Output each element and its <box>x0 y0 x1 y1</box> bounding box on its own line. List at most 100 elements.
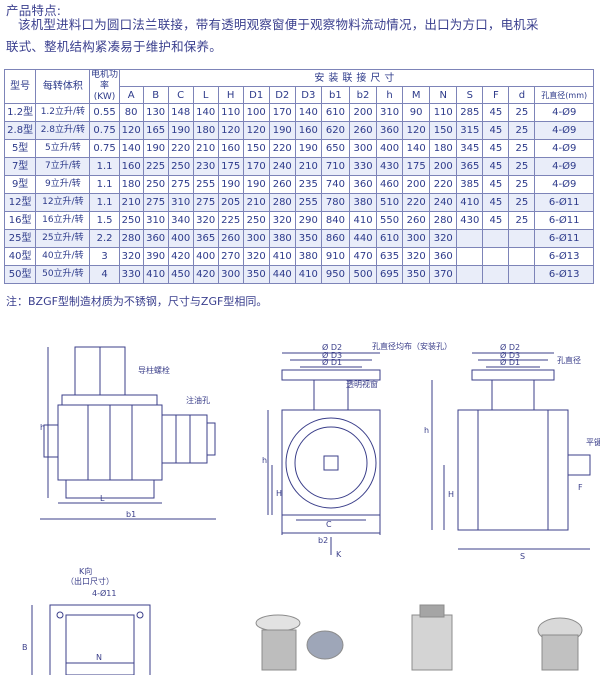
table-cell: 275 <box>142 193 169 212</box>
table-cell: 160 <box>118 157 144 176</box>
label-4phi11: 4-Ø11 <box>92 588 116 598</box>
front-view-drawing <box>40 346 216 520</box>
table-cell: 210 <box>118 193 144 212</box>
table-cell: 7立升/转 <box>35 157 91 176</box>
table-cell: 250 <box>242 211 270 230</box>
table-cell: 25型 <box>3 229 37 248</box>
table-cell: 240 <box>429 193 458 212</box>
table-cell: 25 <box>508 175 536 194</box>
label-k-view: K向 <box>79 566 92 576</box>
table-cell: 280 <box>118 229 144 248</box>
table-cell: 390 <box>142 247 169 266</box>
dim-h-front: h <box>40 423 45 432</box>
table-cell: 430 <box>376 157 404 176</box>
table-cell: 250 <box>118 211 144 230</box>
table-cell: 345 <box>456 139 484 158</box>
dim-b2: b2 <box>318 536 328 545</box>
dim-header: D1 <box>242 86 270 104</box>
table-cell: 210 <box>192 139 219 158</box>
table-cell: 650 <box>320 139 350 158</box>
table-cell: 4 <box>89 265 120 284</box>
description-line-1: 该机型进料口为圆口法兰联接，带有透明观察窗便于观察物料流动情况，出口为方口，电机… <box>18 17 539 32</box>
table-cell: 360 <box>429 247 458 266</box>
table-cell: 710 <box>320 157 350 176</box>
table-cell: 25立升/转 <box>35 229 91 248</box>
label-hole-dia: 孔直径 <box>557 355 581 365</box>
table-cell: 310 <box>167 193 194 212</box>
table-cell: 320 <box>192 211 219 230</box>
table-cell: 260 <box>348 121 378 140</box>
dim-F: F <box>578 483 583 492</box>
table-cell: 1.2型 <box>3 103 37 122</box>
table-cell: 6-Ø13 <box>534 247 594 266</box>
table-cell: 340 <box>167 211 194 230</box>
dim-D3-right: Ø D3 <box>500 350 520 360</box>
table-cell: 285 <box>456 103 484 122</box>
table-cell: 300 <box>217 265 244 284</box>
dim-header: B <box>142 86 169 104</box>
table-cell: 220 <box>429 175 458 194</box>
table-cell: 80 <box>118 103 144 122</box>
table-cell: 2.2 <box>89 229 120 248</box>
table-cell: 110 <box>429 103 458 122</box>
table-cell: 1.2立升/转 <box>35 103 91 122</box>
table-cell: 45 <box>482 211 510 230</box>
table-cell: 910 <box>320 247 350 266</box>
side-view-drawing <box>267 352 381 555</box>
table-cell: 240 <box>268 157 296 176</box>
table-cell: 45 <box>482 121 510 140</box>
table-cell: 2.8立升/转 <box>35 121 91 140</box>
end-view-drawing <box>431 352 591 550</box>
table-cell: 740 <box>320 175 350 194</box>
table-cell: 45 <box>482 193 510 212</box>
table-cell: 200 <box>348 103 378 122</box>
table-cell: 25 <box>508 103 536 122</box>
table-cell: 7型 <box>3 157 37 176</box>
table-cell: 12立升/转 <box>35 193 91 212</box>
table-cell: 510 <box>376 193 404 212</box>
table-cell: 380 <box>294 247 322 266</box>
table-cell: 300 <box>348 139 378 158</box>
table-cell: 370 <box>429 265 458 284</box>
label-guide-bolt: 导柱螺栓 <box>138 365 170 375</box>
table-cell: 25 <box>508 211 536 230</box>
table-cell: 50型 <box>3 265 37 284</box>
table-cell: 190 <box>217 175 244 194</box>
table-cell: 220 <box>402 193 431 212</box>
table-cell: 350 <box>402 265 431 284</box>
dim-N: N <box>96 653 102 662</box>
table-cell: 410 <box>294 265 322 284</box>
table-cell: 400 <box>376 139 404 158</box>
technical-drawings: 导柱螺栓 注油孔 透明视窗 孔直径均布（安装孔） 孔直径 平键 K向 （出口尺寸… <box>22 341 600 675</box>
table-cell: 300 <box>402 229 431 248</box>
table-cell: 130 <box>142 103 169 122</box>
dim-H-center: H <box>276 489 282 498</box>
table-cell: 6-Ø11 <box>534 193 594 212</box>
dim-h-center: h <box>262 456 267 465</box>
table-cell: 5型 <box>3 139 37 158</box>
table-cell: 40立升/转 <box>35 247 91 266</box>
product-photos <box>255 604 583 671</box>
dim-header: b2 <box>348 86 378 104</box>
table-cell: 290 <box>294 211 322 230</box>
table-cell: 500 <box>348 265 378 284</box>
dim-B: B <box>22 643 28 652</box>
table-cell: 310 <box>376 103 404 122</box>
table-cell: 3 <box>89 247 120 266</box>
table-cell: 5立升/转 <box>35 139 91 158</box>
dim-header: h <box>376 86 404 104</box>
table-cell: 635 <box>376 247 404 266</box>
table-cell: 100 <box>242 103 270 122</box>
table-cell: 350 <box>294 229 322 248</box>
dim-header: N <box>429 86 458 104</box>
table-cell: 190 <box>294 139 322 158</box>
section-title: 产品特点: <box>6 3 62 18</box>
table-cell: 225 <box>217 211 244 230</box>
dim-header: M <box>402 86 431 104</box>
table-cell: 50立升/转 <box>35 265 91 284</box>
table-cell: 40型 <box>3 247 37 266</box>
table-cell: 200 <box>429 157 458 176</box>
